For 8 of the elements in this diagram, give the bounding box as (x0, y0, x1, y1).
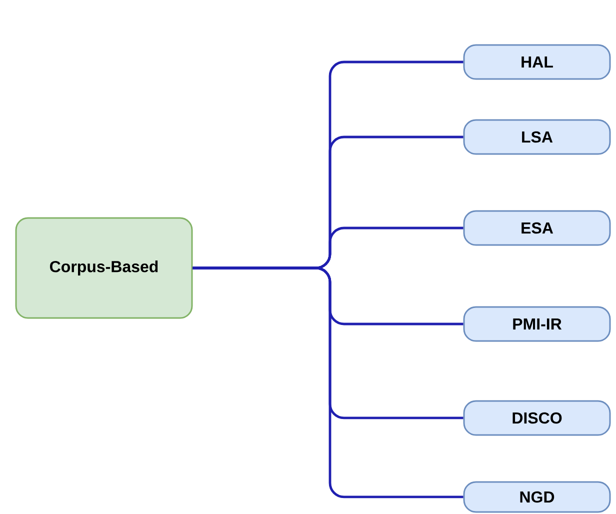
category-box: Corpus-Based (15, 217, 193, 319)
method-box: HAL (463, 44, 611, 80)
connector-line (192, 266, 464, 498)
method-box: ESA (463, 210, 611, 246)
method-box: NGD (463, 481, 611, 513)
method-box: LSA (463, 119, 611, 155)
method-box: PMI-IR (463, 306, 611, 342)
method-box: DISCO (463, 400, 611, 436)
